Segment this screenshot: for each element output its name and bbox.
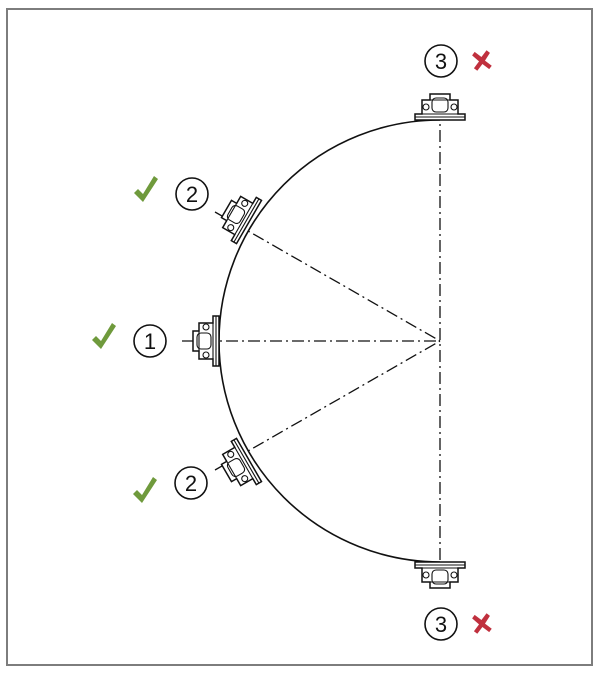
- position-number: 3: [435, 49, 447, 74]
- position-number: 1: [144, 329, 156, 354]
- position-label-3-bottom: 3: [424, 607, 458, 641]
- position-number: 2: [186, 182, 198, 207]
- device-position-3-top: [414, 93, 466, 121]
- position-label-3-top: 3: [424, 44, 458, 78]
- position-label-2-lower: 2: [174, 466, 208, 500]
- check-icon: [92, 323, 116, 349]
- upper-diagonal-line: [214, 211, 441, 342]
- check-icon: [133, 477, 157, 503]
- position-label-2-upper: 2: [175, 177, 209, 211]
- position-number: 2: [185, 471, 197, 496]
- cross-icon: [471, 49, 493, 72]
- position-label-1: 1: [133, 324, 167, 358]
- check-icon: [134, 176, 158, 202]
- device-position-1: [192, 315, 220, 367]
- lower-diagonal-line: [214, 340, 441, 471]
- cross-icon: [471, 612, 493, 635]
- device-position-3-bottom: [414, 561, 466, 589]
- position-number: 3: [435, 612, 447, 637]
